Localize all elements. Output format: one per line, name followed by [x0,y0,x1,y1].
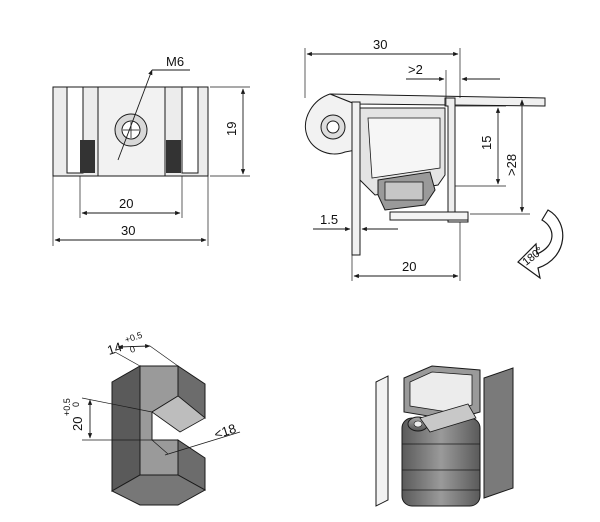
front-outer-width-label: 30 [121,223,135,238]
m6-leader [117,69,153,161]
side-pivot-hole [326,120,340,134]
side-top-leaf [329,93,546,107]
hinge-3d-view [375,365,514,507]
hinge-left-plate [375,375,389,507]
cutout-width-label: 14 [105,339,123,358]
front-left-pad [80,140,95,173]
side-base-label: 20 [402,259,416,274]
hinge-barrel [401,417,481,507]
cutout-height-tol-lower: 0 [71,402,81,407]
side-view: 30 >2 15 >28 1.5 20 180° [304,37,564,281]
cutout-panel-leader [164,431,241,456]
side-depth-label: 15 [479,136,494,150]
cutout-height-tol-upper: +0.5 [62,398,72,416]
side-thickness-label: 1.5 [320,212,338,227]
side-width-label: 30 [373,37,387,52]
cutout-width-tol-upper: +0.5 [124,330,144,345]
cutout-height-label: 20 [70,417,85,431]
rotation-arrow-icon [517,209,564,280]
front-right-slot [181,86,199,174]
side-gap-label: >2 [408,62,423,77]
side-right-leaf [444,97,469,223]
side-vertical-leaf [351,101,361,256]
front-height-label: 19 [224,122,239,136]
cutout-panel-left [111,365,141,492]
front-view: M6 19 20 30 [52,54,250,246]
front-inner-width-label: 20 [119,196,133,211]
cutout-width-tol-lower: 0 [129,344,137,355]
front-right-pad [166,140,181,173]
front-left-slot [66,86,84,174]
cutout-view: 14 +0.5 0 20 +0.5 0 <18 [62,330,241,506]
hinge-right-plate [483,367,514,499]
cutout-panel-label: <18 [212,421,238,442]
side-bottom-leaf [389,211,469,221]
front-thread-label: M6 [166,54,184,69]
side-height-label: >28 [504,154,519,176]
